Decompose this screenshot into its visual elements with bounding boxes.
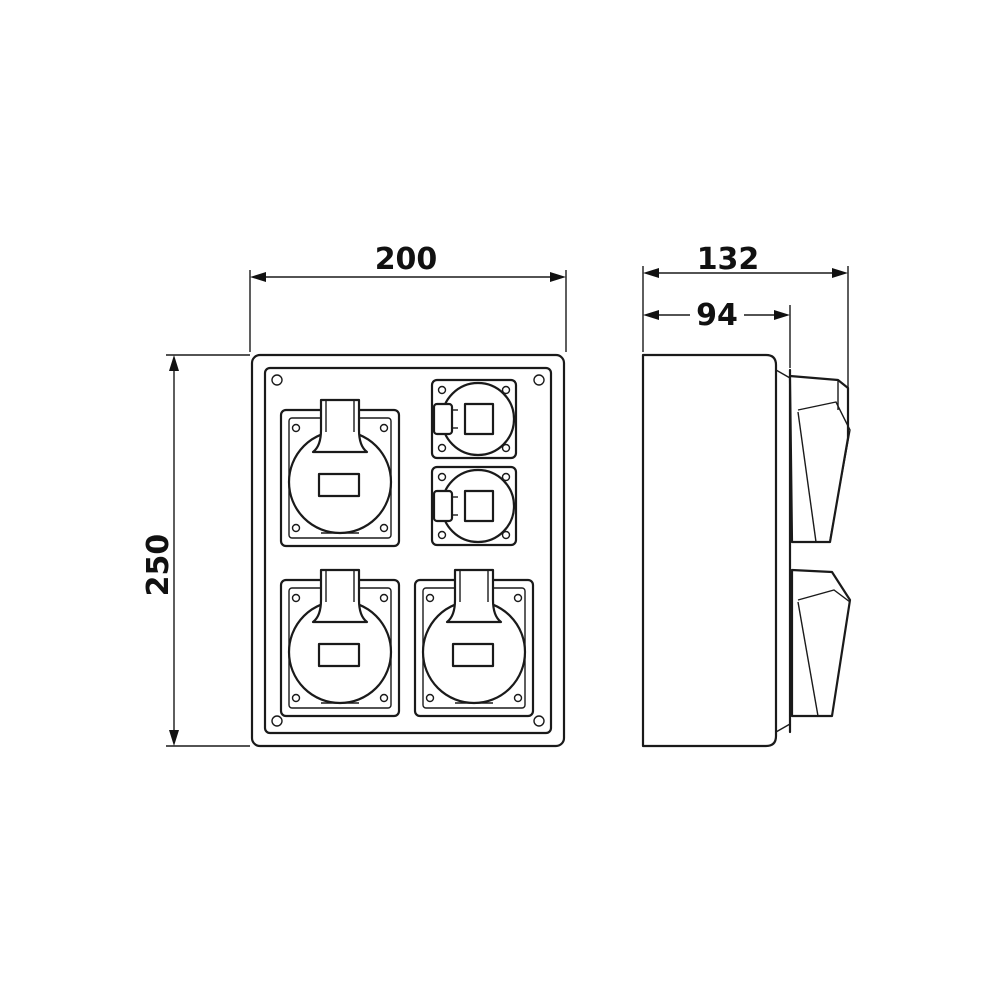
front-view [250,353,566,748]
cee-socket-bottom-right [413,568,535,718]
dimension-width: 200 [249,242,567,352]
depth-total-label: 132 [697,242,760,277]
dimension-height: 250 [141,354,250,747]
screw-icon [271,715,283,727]
height-label: 250 [141,534,176,597]
screw-icon [533,374,545,386]
width-label: 200 [375,242,438,277]
inner-panel [263,366,553,735]
side-body [641,353,778,748]
screw-icon [533,715,545,727]
screw-icon [271,374,283,386]
side-socket-bottom [790,568,852,718]
schuko-socket-bottom [430,465,518,547]
side-view [641,353,852,748]
cee-socket-top-left [279,398,401,548]
enclosure-outline [250,353,566,748]
side-socket-top [788,374,850,544]
depth-body-label: 94 [696,298,738,333]
cee-socket-bottom-left [279,568,401,718]
schuko-socket-top [430,378,518,460]
dimension-depth-total: 132 [642,242,849,405]
dimension-depth-body: 94 [643,298,791,368]
